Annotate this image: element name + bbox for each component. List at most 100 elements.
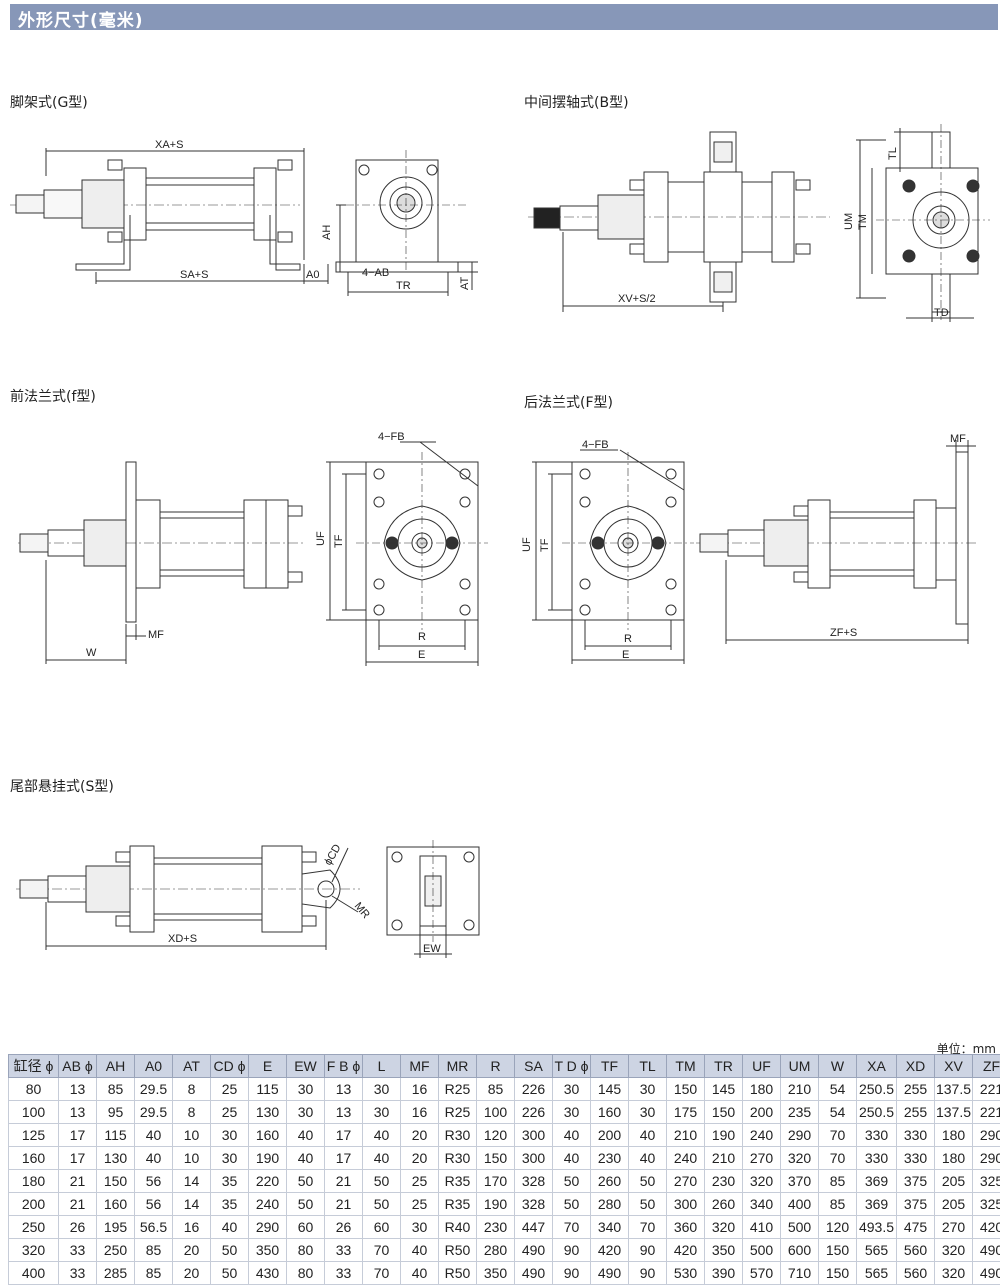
table-cell: 100 (477, 1101, 515, 1124)
table-cell: 40 (401, 1239, 439, 1262)
table-cell: 16 (401, 1101, 439, 1124)
table-cell: 190 (705, 1124, 743, 1147)
table-cell: R35 (439, 1170, 477, 1193)
column-header: A0 (135, 1055, 173, 1078)
table-cell: 170 (477, 1170, 515, 1193)
table-cell: 280 (477, 1239, 515, 1262)
table-cell: 40 (287, 1124, 325, 1147)
table-cell: 320 (743, 1170, 781, 1193)
table-cell: 29.5 (135, 1078, 173, 1101)
column-header: W (819, 1055, 857, 1078)
table-cell: 90 (629, 1239, 667, 1262)
table-cell: 40 (135, 1147, 173, 1170)
table-cell: 90 (553, 1262, 591, 1285)
table-cell: 375 (897, 1193, 935, 1216)
table-cell: 270 (935, 1216, 973, 1239)
table-cell: 33 (59, 1262, 97, 1285)
table-cell: 270 (743, 1147, 781, 1170)
table-cell: 210 (781, 1078, 819, 1101)
table-cell: 180 (935, 1124, 973, 1147)
drawings: XA+S SA+S A0 AH 4−AB TR AT (0, 0, 1000, 1040)
table-cell: 240 (667, 1147, 705, 1170)
table-cell: 200 (743, 1101, 781, 1124)
table-cell: 29.5 (135, 1101, 173, 1124)
f-front-end-view: 4−FB UF TF R E (315, 431, 488, 666)
table-cell: 250 (9, 1216, 59, 1239)
table-cell: 56.5 (135, 1216, 173, 1239)
table-cell: 420 (973, 1216, 1000, 1239)
table-cell: 40 (135, 1124, 173, 1147)
table-cell: 190 (249, 1147, 287, 1170)
table-cell: 325 (973, 1170, 1000, 1193)
table-cell: 137.5 (935, 1078, 973, 1101)
dim-w-label: W (86, 647, 97, 659)
column-header: XV (935, 1055, 973, 1078)
table-cell: 195 (97, 1216, 135, 1239)
table-cell: 13 (59, 1101, 97, 1124)
table-cell: 20 (173, 1239, 211, 1262)
table-cell: 40 (401, 1262, 439, 1285)
table-cell: 226 (515, 1101, 553, 1124)
table-cell: 20 (401, 1147, 439, 1170)
table-cell: 50 (211, 1239, 249, 1262)
column-header: 缸径 ϕ (9, 1055, 59, 1078)
table-cell: 565 (857, 1262, 897, 1285)
dim-tf-label: TF (333, 534, 345, 548)
table-cell: 390 (705, 1262, 743, 1285)
table-cell: 115 (249, 1078, 287, 1101)
table-cell: 30 (553, 1101, 591, 1124)
column-header: SA (515, 1055, 553, 1078)
table-cell: 150 (819, 1262, 857, 1285)
dim-uf-label: UF (315, 531, 327, 546)
table-cell: 226 (515, 1078, 553, 1101)
dim-zf-label: ZF+S (830, 627, 857, 639)
dim-mr-label: MR (352, 900, 372, 921)
table-cell: 40 (553, 1124, 591, 1147)
table-cell: 13 (325, 1078, 363, 1101)
table-cell: 369 (857, 1170, 897, 1193)
table-cell: 35 (211, 1193, 249, 1216)
table-cell: 21 (59, 1193, 97, 1216)
table-cell: 21 (59, 1170, 97, 1193)
column-header: L (363, 1055, 401, 1078)
table-cell: 160 (249, 1124, 287, 1147)
table-cell: 130 (97, 1147, 135, 1170)
table-cell: 290 (781, 1124, 819, 1147)
table-cell: 280 (591, 1193, 629, 1216)
column-header: AH (97, 1055, 135, 1078)
table-cell: 20 (401, 1124, 439, 1147)
table-cell: R25 (439, 1101, 477, 1124)
dim-ah-label: AH (321, 225, 333, 240)
table-cell: 370 (781, 1170, 819, 1193)
dim-tm-label: TM (857, 214, 869, 230)
table-cell: 320 (781, 1147, 819, 1170)
table-cell: 21 (325, 1193, 363, 1216)
table-cell: 375 (897, 1170, 935, 1193)
column-header: EW (287, 1055, 325, 1078)
table-cell: 340 (743, 1193, 781, 1216)
table-cell: 120 (477, 1124, 515, 1147)
dim-ew-label: EW (423, 943, 441, 955)
table-cell: 30 (211, 1147, 249, 1170)
table-cell: 420 (591, 1239, 629, 1262)
table-cell: 490 (515, 1262, 553, 1285)
table-cell: 50 (363, 1193, 401, 1216)
table-cell: 240 (249, 1193, 287, 1216)
table-cell: 221 (973, 1101, 1000, 1124)
table-cell: 180 (9, 1170, 59, 1193)
table-cell: 13 (325, 1101, 363, 1124)
table-cell: 260 (705, 1193, 743, 1216)
table-cell: 350 (705, 1239, 743, 1262)
dim-fb-rear-label: 4−FB (582, 439, 609, 451)
table-cell: 500 (743, 1239, 781, 1262)
table-cell: 300 (515, 1147, 553, 1170)
table-cell: 255 (897, 1078, 935, 1101)
table-cell: 85 (97, 1078, 135, 1101)
dim-a0-label: A0 (306, 269, 319, 281)
table-cell: 21 (325, 1170, 363, 1193)
table-cell: 50 (629, 1170, 667, 1193)
f-front-side-view: W MF (18, 462, 306, 664)
table-cell: R35 (439, 1193, 477, 1216)
